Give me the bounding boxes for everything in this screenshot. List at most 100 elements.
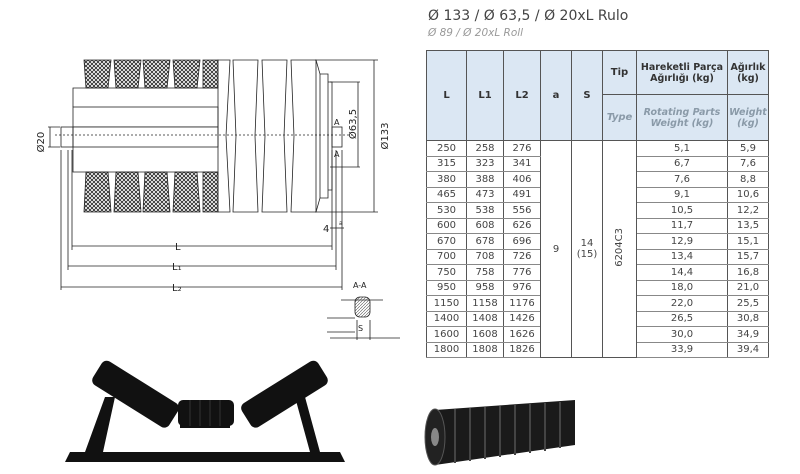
cell-l2: 1626 bbox=[503, 326, 541, 343]
label-l2: L₂ bbox=[172, 283, 182, 294]
cell-l1: 258 bbox=[466, 140, 504, 157]
cell-rotating-weight: 10,5 bbox=[636, 202, 728, 219]
label-l1: L₁ bbox=[172, 262, 182, 273]
cell-l: 250 bbox=[426, 140, 467, 157]
col-type-en: Type bbox=[602, 94, 637, 141]
cell-rotating-weight: 12,9 bbox=[636, 233, 728, 250]
cell-weight: 7,6 bbox=[727, 155, 769, 172]
label-section-a-top: A bbox=[334, 118, 340, 127]
cell-l: 950 bbox=[426, 279, 467, 296]
label-d133: Ø133 bbox=[379, 123, 391, 150]
cell-a: 9 bbox=[540, 140, 572, 358]
cell-l2: 1426 bbox=[503, 310, 541, 327]
label-d20: Ø20 bbox=[35, 132, 47, 153]
cell-l1: 608 bbox=[466, 217, 504, 234]
cell-l1: 1408 bbox=[466, 310, 504, 327]
cell-l: 750 bbox=[426, 264, 467, 281]
cell-rotating-weight: 13,4 bbox=[636, 248, 728, 265]
type-value: 6204C3 bbox=[614, 228, 625, 267]
cell-l: 670 bbox=[426, 233, 467, 250]
cell-l1: 388 bbox=[466, 171, 504, 188]
cell-l: 1400 bbox=[426, 310, 467, 327]
cell-l2: 406 bbox=[503, 171, 541, 188]
cell-l2: 976 bbox=[503, 279, 541, 296]
cell-weight: 39,4 bbox=[727, 341, 769, 358]
col-s: S bbox=[571, 50, 603, 141]
cell-weight: 30,8 bbox=[727, 310, 769, 327]
label-l: L bbox=[175, 242, 181, 253]
roller-spec-table: L L1 L2 a S Tip Hareketli Parça Ağırlığı… bbox=[426, 50, 769, 358]
col-l2: L2 bbox=[503, 50, 541, 141]
cell-l2: 556 bbox=[503, 202, 541, 219]
label-section-a-bottom: A bbox=[334, 150, 340, 159]
cell-rotating-weight: 9,1 bbox=[636, 186, 728, 203]
label-four: 4 bbox=[323, 224, 329, 235]
col-tip: Tip bbox=[602, 50, 637, 95]
cell-l: 700 bbox=[426, 248, 467, 265]
cell-rotating-weight: 33,9 bbox=[636, 341, 728, 358]
cell-weight: 10,6 bbox=[727, 186, 769, 203]
cell-weight: 5,9 bbox=[727, 140, 769, 157]
col-l: L bbox=[426, 50, 467, 141]
cell-l1: 1158 bbox=[466, 295, 504, 312]
cell-l1: 323 bbox=[466, 155, 504, 172]
product-subtitle: Ø 89 / Ø 20xL Roll bbox=[428, 27, 524, 39]
cell-l2: 491 bbox=[503, 186, 541, 203]
cell-l1: 473 bbox=[466, 186, 504, 203]
impact-roller-photo bbox=[424, 400, 575, 466]
cell-rotating-weight: 11,7 bbox=[636, 217, 728, 234]
cell-weight: 25,5 bbox=[727, 295, 769, 312]
label-d63: Ø63,5 bbox=[347, 109, 359, 139]
cell-l2: 626 bbox=[503, 217, 541, 234]
cell-l: 1600 bbox=[426, 326, 467, 343]
label-s: S bbox=[358, 324, 363, 333]
cell-rotating-weight: 18,0 bbox=[636, 279, 728, 296]
cell-l1: 758 bbox=[466, 264, 504, 281]
cell-l2: 696 bbox=[503, 233, 541, 250]
cell-rotating-weight: 6,7 bbox=[636, 155, 728, 172]
cell-l: 600 bbox=[426, 217, 467, 234]
cell-type: 6204C3 bbox=[602, 140, 637, 358]
cell-l2: 726 bbox=[503, 248, 541, 265]
cell-weight: 21,0 bbox=[727, 279, 769, 296]
rubber-rings bbox=[83, 59, 219, 213]
cell-rotating-weight: 26,5 bbox=[636, 310, 728, 327]
cell-s: 14(15) bbox=[571, 140, 603, 358]
col-rotating-weight: Hareketli Parça Ağırlığı (kg) bbox=[636, 50, 728, 95]
cell-l2: 1826 bbox=[503, 341, 541, 358]
label-section-aa: A-A bbox=[353, 281, 367, 290]
cell-l: 315 bbox=[426, 155, 467, 172]
section-aa-shape bbox=[354, 296, 371, 318]
product-title: Ø 133 / Ø 63,5 / Ø 20xL Rulo bbox=[428, 8, 629, 24]
cell-l2: 776 bbox=[503, 264, 541, 281]
cell-l1: 1608 bbox=[466, 326, 504, 343]
col-a: a bbox=[540, 50, 572, 141]
technical-drawing: Ø20 Ø63,5 Ø133 A A L L₁ L₂ 4 a A-A S bbox=[35, 59, 400, 340]
col-rotating-weight-en: Rotating Parts Weight (kg) bbox=[636, 94, 728, 141]
cell-l2: 1176 bbox=[503, 295, 541, 312]
col-weight: Ağırlık (kg) bbox=[727, 50, 769, 95]
cell-weight: 34,9 bbox=[727, 326, 769, 343]
cell-weight: 15,1 bbox=[727, 233, 769, 250]
cell-l1: 708 bbox=[466, 248, 504, 265]
cell-l2: 341 bbox=[503, 155, 541, 172]
cell-l1: 1808 bbox=[466, 341, 504, 358]
s-value-alt: (15) bbox=[576, 249, 598, 260]
cell-weight: 16,8 bbox=[727, 264, 769, 281]
cell-weight: 13,5 bbox=[727, 217, 769, 234]
cell-l1: 538 bbox=[466, 202, 504, 219]
cell-weight: 15,7 bbox=[727, 248, 769, 265]
cell-rotating-weight: 5,1 bbox=[636, 140, 728, 157]
cell-l2: 276 bbox=[503, 140, 541, 157]
cell-l1: 958 bbox=[466, 279, 504, 296]
conveyor-idler-set-photo bbox=[65, 360, 345, 462]
cell-weight: 8,8 bbox=[727, 171, 769, 188]
col-weight-en: Weight (kg) bbox=[727, 94, 769, 141]
